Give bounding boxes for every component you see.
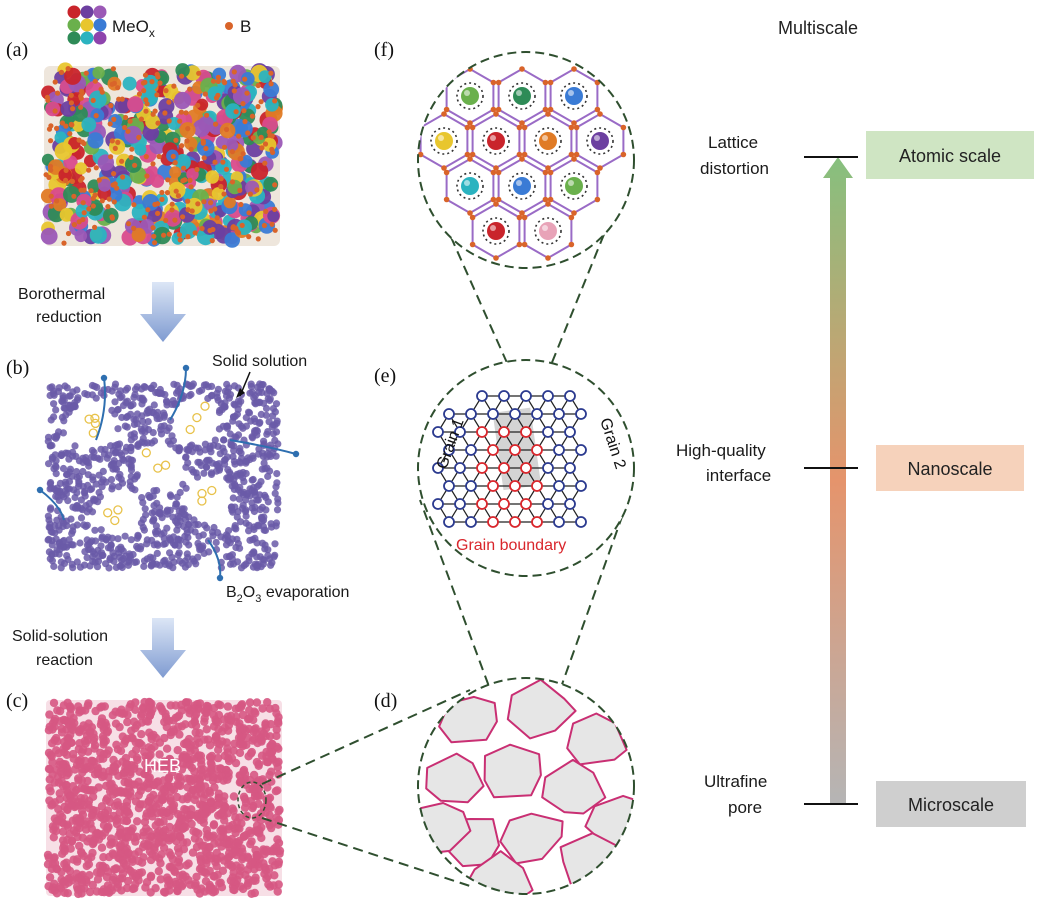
legend: MeOx B bbox=[67, 5, 251, 45]
level2-line1: Ultrafine bbox=[704, 772, 767, 791]
panel-label-c: (c) bbox=[6, 690, 28, 712]
microscale-box bbox=[876, 781, 1026, 827]
panel-d-microstructure bbox=[417, 677, 635, 895]
multiscale-title: Multiscale bbox=[778, 18, 858, 38]
meox-swatch-icon bbox=[67, 5, 107, 45]
panel-label-b: (b) bbox=[6, 357, 29, 379]
solid-solution-label: Solid solution bbox=[212, 353, 307, 370]
down-arrow-icon bbox=[140, 618, 186, 678]
grain-boundary-label: Grain boundary bbox=[456, 537, 566, 554]
atomic-scale-box bbox=[866, 131, 1034, 179]
pointer-arrowhead-icon bbox=[236, 388, 245, 398]
panel-d-dashed-circle bbox=[417, 677, 635, 895]
atomic-scale-label: Atomic scale bbox=[899, 146, 1001, 166]
panel-b-annotations: Solid solution B2O3 evaporation bbox=[212, 353, 349, 605]
panel-label-f: (f) bbox=[374, 39, 394, 61]
step2-label-line2: reaction bbox=[36, 652, 93, 669]
borothermal-reduction-step: Borothermal reduction bbox=[18, 282, 186, 342]
zoom-source-circle bbox=[237, 781, 267, 819]
scale-arrow-icon bbox=[823, 157, 853, 804]
solid-solution-reaction-step: Solid-solution reaction bbox=[12, 618, 186, 678]
boron-legend-label: B bbox=[240, 17, 251, 36]
level1-line1: High-quality bbox=[676, 441, 766, 460]
step1-label-line1: Borothermal bbox=[18, 286, 105, 303]
panel-f-atomic-lattice bbox=[417, 51, 635, 269]
panel-c-heb-porous bbox=[43, 697, 285, 899]
panel-label-a: (a) bbox=[6, 39, 28, 61]
nanoscale-box bbox=[876, 445, 1024, 491]
level0-line2: distortion bbox=[700, 159, 769, 178]
heb-label: HEB bbox=[144, 756, 181, 776]
meox-legend-label: MeOx bbox=[112, 17, 155, 40]
b2o3-evaporation-label: B2O3 evaporation bbox=[226, 584, 349, 605]
nanoscale-label: Nanoscale bbox=[907, 459, 992, 479]
level0-line1: Lattice bbox=[708, 133, 758, 152]
panel-a-powder-mixture bbox=[40, 62, 283, 248]
panel-e-grain-boundary: Grain 1 Grain 2 Grain boundary bbox=[417, 359, 635, 577]
panel-e-dashed-circle bbox=[417, 359, 635, 577]
panel-b-solid-solution bbox=[36, 364, 300, 582]
panel-label-e: (e) bbox=[374, 365, 396, 387]
boron-dot-icon bbox=[225, 22, 233, 30]
panel-f-dashed-circle bbox=[417, 51, 635, 269]
multiscale-diagram: Multiscale Lattice distortion Atomic sca… bbox=[676, 18, 1034, 827]
down-arrow-icon bbox=[140, 282, 186, 342]
level2-line2: pore bbox=[728, 798, 762, 817]
panel-label-d: (d) bbox=[374, 690, 397, 712]
step2-label-line1: Solid-solution bbox=[12, 628, 108, 645]
step1-label-line2: reduction bbox=[36, 309, 102, 326]
microscale-label: Microscale bbox=[908, 795, 994, 815]
level1-line2: interface bbox=[706, 466, 771, 485]
